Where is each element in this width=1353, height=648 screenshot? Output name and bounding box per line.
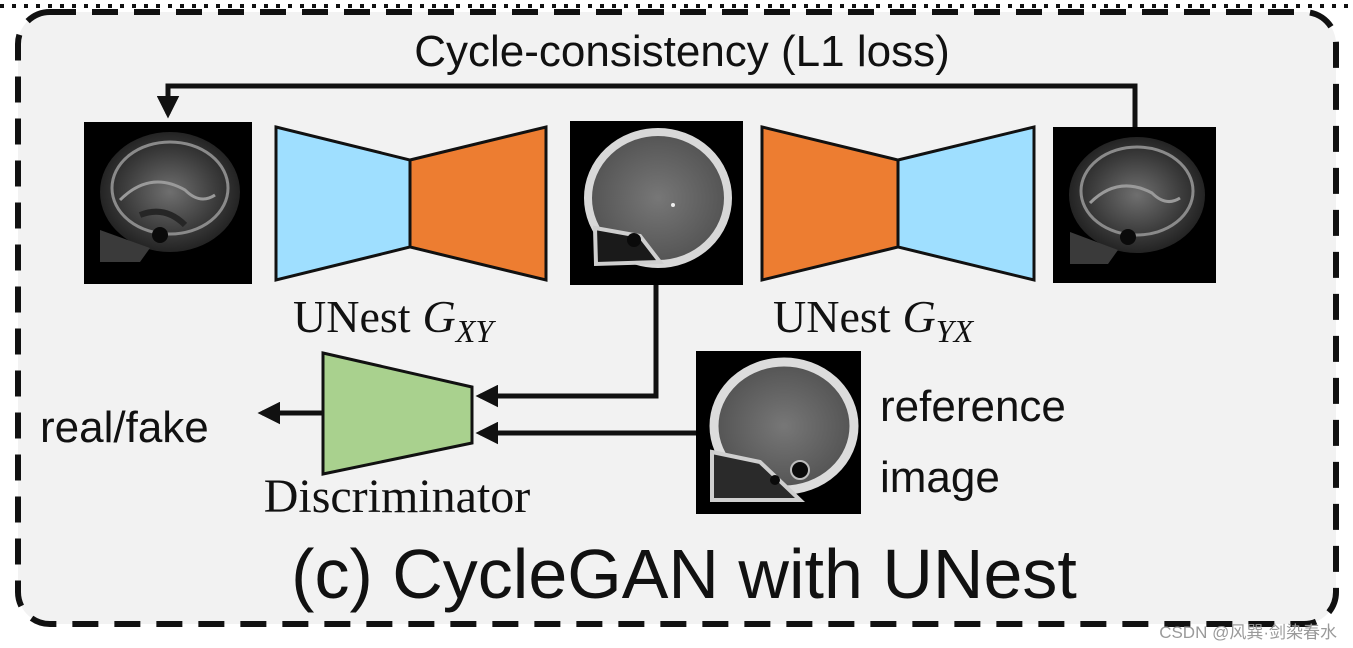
generator-yx-network — [760, 125, 1036, 282]
cycle-consistency-label: Cycle-consistency (L1 loss) — [414, 27, 950, 76]
generator-xy-network — [274, 125, 548, 282]
figure-caption: (c) CycleGAN with UNest — [291, 535, 1077, 613]
watermark-text: CSDN @风巽·剑染春水 — [1159, 623, 1337, 642]
cycle-consistency-arrow — [156, 83, 1138, 127]
reference-label-line2: image — [880, 453, 1000, 502]
input-mri-image — [84, 122, 252, 284]
reference-ct-image — [696, 351, 861, 514]
real-fake-label: real/fake — [40, 403, 209, 452]
synthesized-ct-image — [570, 121, 743, 285]
discriminator-label: Discriminator — [264, 470, 531, 523]
reference-label-line1: reference — [880, 382, 1066, 431]
generator-xy-decoder — [408, 125, 548, 282]
reconstructed-mri-image — [1053, 127, 1216, 283]
panel-background — [15, 9, 1339, 627]
generator-yx-decoder — [896, 125, 1036, 282]
discriminator-network — [321, 351, 474, 476]
ct-to-discriminator-arrow — [475, 285, 659, 408]
